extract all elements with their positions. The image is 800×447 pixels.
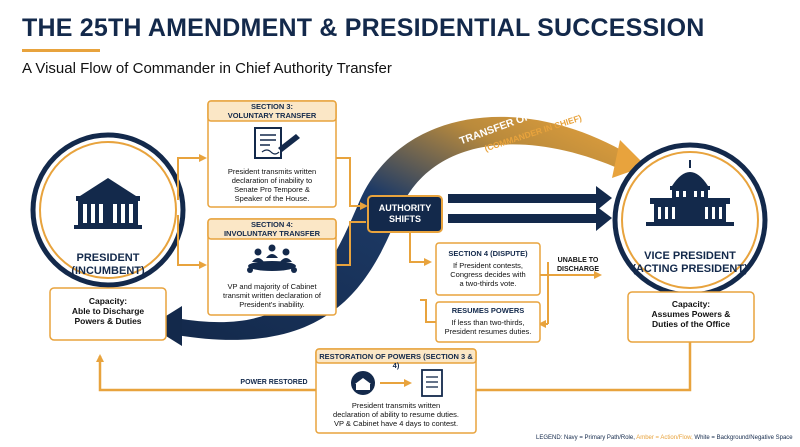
transfer-arc — [176, 116, 630, 340]
resumes-text-line1: If less than two-thirds, — [451, 318, 525, 327]
restoration-text-line3: VP & Cabinet have 4 days to contest. — [333, 419, 459, 428]
section4-text-line1: VP and majority of Cabinet — [227, 282, 317, 291]
authority-shifts-box — [367, 195, 443, 233]
section3-heading: SECTION 3: VOLUNTARY TRANSFER — [208, 102, 336, 120]
section3-text-line1: President transmits written — [227, 167, 317, 176]
resumes-text: If less than two-thirds, President resum… — [436, 318, 540, 336]
resumes-text-line2: President resumes duties. — [444, 327, 532, 336]
vp-capacity-line3: Duties of the Office — [652, 319, 730, 329]
section4-text: VP and majority of Cabinet transmit writ… — [208, 282, 336, 309]
vp-title-line1: VICE PRESIDENT — [644, 250, 736, 262]
dispute-text-line3: a two-thirds vote. — [459, 279, 517, 288]
section3-text-line3: Senate Pro Tempore & — [234, 185, 310, 194]
unable-line1: UNABLE TO — [557, 257, 599, 264]
power-restored-label: POWER RESTORED — [240, 379, 308, 386]
resumes-box — [435, 301, 541, 343]
section3-text-line4: Speaker of the House. — [234, 194, 310, 203]
cabinet-meeting-icon — [247, 244, 297, 273]
unable-line2: DISCHARGE — [556, 266, 599, 273]
president-capacity-box — [49, 287, 167, 341]
dispute-text-line2: Congress decides with — [450, 270, 526, 279]
authority-shifts-label: AUTHORITY SHIFTS — [368, 203, 442, 225]
declaration-document-icon — [421, 369, 443, 397]
president-capacity-line1: Capacity: — [88, 296, 128, 306]
shift-arrow-1 — [448, 194, 598, 203]
president-capacity-line2: Able to Discharge — [71, 306, 145, 316]
title-underline — [22, 49, 100, 52]
vp-capacity-line1: Capacity: — [671, 299, 711, 309]
dispute-box — [435, 242, 541, 296]
legend: LEGEND: Navy = Primary Path/Role, Amber … — [536, 435, 793, 441]
shift-arrow-2 — [448, 214, 598, 223]
section3-head-line2: VOLUNTARY TRANSFER — [227, 111, 317, 120]
section4-head-line1: SECTION 4: — [250, 220, 294, 229]
legend-amber: Amber = Action/Flow, — [636, 435, 695, 441]
authority-shifts-line1: AUTHORITY — [378, 203, 432, 213]
section3-text-line2: declaration of inability to — [231, 176, 313, 185]
vp-capacity-line2: Assumes Powers & — [651, 309, 731, 319]
section4-text-line3: President's inability. — [239, 300, 305, 309]
section4-text-line2: transmit written declaration of — [223, 291, 321, 300]
legend-prefix: LEGEND: — [536, 435, 565, 441]
capitol-icon — [646, 160, 734, 226]
section4-heading: SECTION 4: INVOLUNTARY TRANSFER — [208, 220, 336, 238]
page-title: THE 25TH AMENDMENT & PRESIDENTIAL SUCCES… — [22, 14, 705, 42]
vice-president-title: VICE PRESIDENT (ACTING PRESIDENT) — [620, 250, 760, 276]
dispute-text-line1: If President contests, — [452, 261, 524, 270]
page-subtitle: A Visual Flow of Commander in Chief Auth… — [22, 60, 392, 77]
restoration-text-line1: President transmits written — [351, 401, 441, 410]
restoration-text-line2: declaration of ability to resume duties. — [333, 410, 459, 419]
president-capacity-line3: Powers & Duties — [74, 316, 142, 326]
president-title: PRESIDENT (INCUMBENT) — [48, 252, 168, 278]
authority-shifts-line2: SHIFTS — [388, 214, 421, 224]
legend-white: White = Background/Negative Space — [694, 435, 793, 441]
legend-navy: Navy = Primary Path/Role, — [564, 435, 637, 441]
restoration-heading: RESTORATION OF POWERS (SECTION 3 & 4) — [319, 352, 473, 370]
president-capacity: Capacity: Able to Discharge Powers & Dut… — [50, 296, 166, 326]
dispute-text: If President contests, Congress decides … — [436, 261, 540, 288]
president-title-line2: (INCUMBENT) — [71, 265, 145, 277]
dispute-heading: SECTION 4 (DISPUTE) — [448, 249, 528, 258]
unable-label: UNABLE TO DISCHARGE — [548, 256, 608, 274]
section3-text: President transmits written declaration … — [208, 167, 336, 203]
restoration-white-house-icon — [351, 371, 375, 395]
restoration-text: President transmits written declaration … — [316, 401, 476, 428]
vp-capacity: Capacity: Assumes Powers & Duties of the… — [628, 299, 754, 329]
section3-head-line1: SECTION 3: — [250, 102, 294, 111]
vp-title-line2: (ACTING PRESIDENT) — [632, 263, 748, 275]
signing-document-icon — [254, 127, 300, 159]
resumes-heading: RESUMES POWERS — [451, 306, 525, 315]
section4-head-line2: INVOLUNTARY TRANSFER — [223, 229, 321, 238]
president-title-line1: PRESIDENT — [76, 252, 140, 264]
white-house-icon — [74, 178, 142, 229]
